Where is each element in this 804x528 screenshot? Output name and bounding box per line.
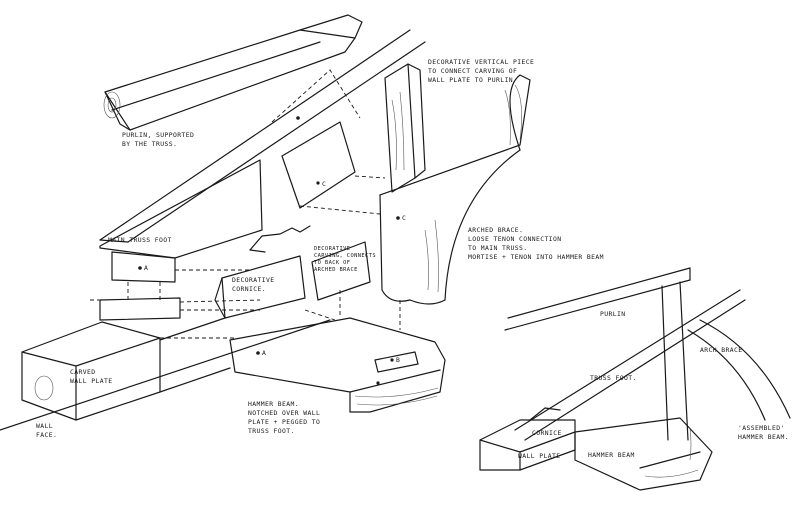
loose-tenon xyxy=(271,69,361,209)
marker-a-truss-foot: A xyxy=(144,264,149,272)
wall-face-line xyxy=(0,319,331,431)
main-truss-rafter xyxy=(99,29,426,243)
assembly-guides xyxy=(160,175,386,339)
label-truss-foot: TRUSS FOOT. xyxy=(590,374,637,382)
label-arch-brace: ARCH BRACE xyxy=(700,346,743,354)
label-arched-brace: ARCHED BRACE. LOOSE TENON CONNECTION TO … xyxy=(468,226,604,261)
assembled-view xyxy=(479,267,791,491)
label-decorative-carving: DECORATIVE CARVING, CONNECTS TO BACK OF … xyxy=(314,246,376,273)
decorative-carving xyxy=(311,241,371,316)
decorative-cornice xyxy=(214,225,311,319)
label-main-truss-foot: MAIN TRUSS FOOT xyxy=(108,236,172,244)
arched-brace xyxy=(379,74,531,330)
label-assembled-hammer-beam: 'ASSEMBLED' HAMMER BEAM. xyxy=(738,424,789,441)
marker-a-hammer-beam: A xyxy=(262,349,267,357)
label-cornice: CORNICE xyxy=(532,429,562,437)
label-purlin: PURLIN xyxy=(600,310,626,318)
label-carved-wall-plate: CARVED WALL PLATE xyxy=(70,368,113,385)
label-wall-face: WALL FACE. xyxy=(36,422,58,439)
carved-wall-plate xyxy=(21,297,231,421)
purlin-piece xyxy=(103,14,363,131)
main-truss-foot xyxy=(99,159,263,300)
decorative-vertical-piece xyxy=(384,63,426,193)
marker-b-hammer-beam: B xyxy=(396,356,401,364)
label-hammer-beam-small: HAMMER BEAM xyxy=(588,451,635,459)
label-purlin-supported: PURLIN, SUPPORTED BY THE TRUSS. xyxy=(122,131,195,148)
label-decorative-cornice: DECORATIVE CORNICE. xyxy=(232,276,275,293)
label-wall-plate: WALL PLATE xyxy=(518,452,561,460)
label-decorative-vertical: DECORATIVE VERTICAL PIECE TO CONNECT CAR… xyxy=(428,58,535,84)
marker-c-brace: C xyxy=(402,214,407,222)
label-hammer-beam: HAMMER BEAM. NOTCHED OVER WALL PLATE + P… xyxy=(248,400,321,435)
hammer-beam xyxy=(229,317,446,413)
marker-c-tenon: C xyxy=(322,180,327,188)
